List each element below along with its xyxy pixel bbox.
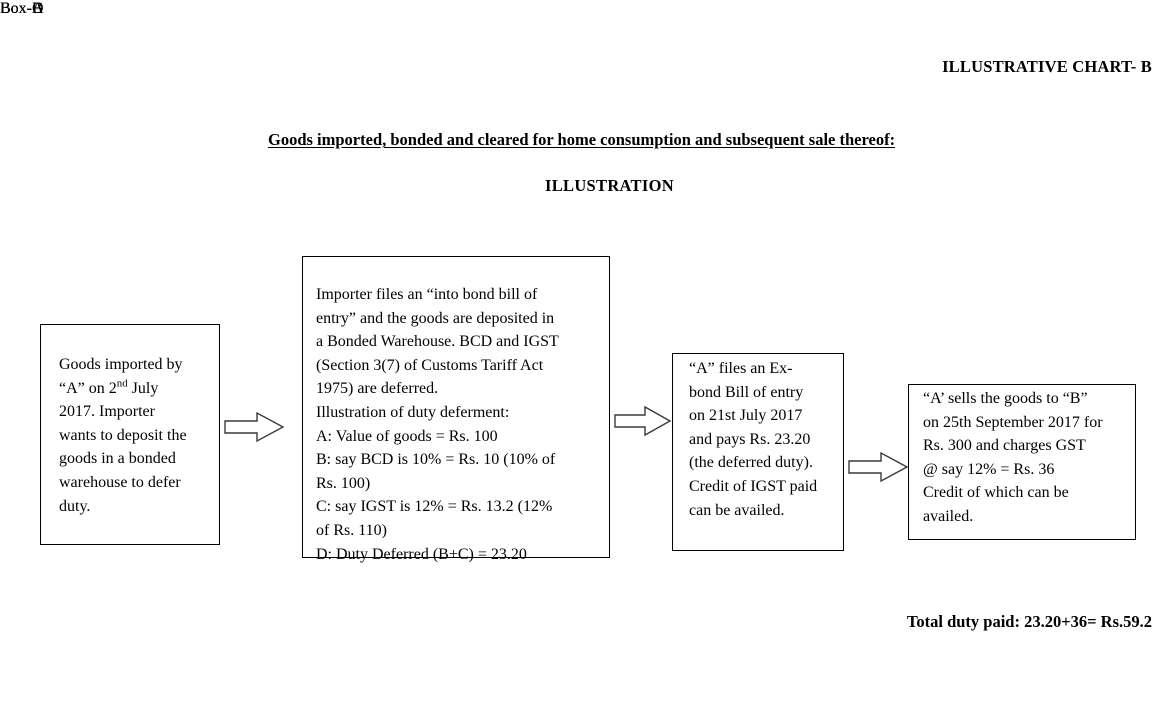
box-d-line: availed. (923, 507, 974, 525)
box-a-text: Goods imported by “A” on 2nd July 2017. … (59, 353, 205, 518)
arrow-shape (224, 411, 285, 443)
box-a-line: Goods imported by (59, 356, 183, 373)
box-c-label: Box-C (0, 0, 43, 17)
box-c-line: and pays Rs. 23.20 (689, 430, 811, 448)
total-duty-paid: Total duty paid: 23.20+36= Rs.59.2 (906, 612, 1152, 631)
box-b-line: C: say IGST is 12% = Rs. 13.2 (12% (316, 498, 553, 516)
box-b-label: Box-B (0, 0, 43, 17)
box-a-label: Box-A (0, 0, 44, 17)
box-b-line: Rs. 100) (316, 474, 371, 492)
box-d-label: Box-D (0, 0, 44, 17)
box-a: Goods imported by “A” on 2nd July 2017. … (40, 324, 220, 545)
box-d: “A’ sells the goods to “B” on 25th Septe… (908, 384, 1136, 540)
box-c: “A” files an Ex- bond Bill of entry on 2… (672, 353, 844, 551)
box-a-line: “A” on 2nd July (59, 377, 159, 397)
box-d-line: Rs. 300 and charges GST (923, 437, 1086, 455)
box-d-line: Credit of which can be (923, 484, 1069, 502)
box-c-line: Credit of IGST paid (689, 477, 818, 495)
box-a-line: warehouse to defer (59, 473, 181, 491)
arrow-b-to-c-icon (614, 405, 672, 437)
box-a-line: goods in a bonded (59, 450, 176, 468)
box-c-line: (the deferred duty). (689, 454, 813, 472)
box-b-line: 1975) are deferred. (316, 380, 439, 398)
box-d-text: “A’ sells the goods to “B” on 25th Septe… (923, 385, 1125, 529)
box-a-line: 2017. Importer (59, 403, 155, 421)
box-c-line: bond Bill of entry (689, 383, 804, 401)
box-b-deferment-heading: Illustration of duty deferment: (316, 403, 510, 421)
arrow-c-to-d-icon (848, 451, 909, 483)
box-b-line: Importer files an “into bond bill of (316, 286, 538, 303)
box-b-line: of Rs. 110) (316, 521, 387, 539)
box-a-line: duty. (59, 497, 91, 515)
box-b-line: D: Duty Deferred (B+C) = 23.20 (316, 545, 527, 563)
box-b: Importer files an “into bond bill of ent… (302, 256, 610, 563)
box-c-line: “A” files an Ex- (689, 360, 793, 377)
box-d-line: on 25th September 2017 for (923, 413, 1103, 431)
box-d-line: @ say 12% = Rs. 36 (923, 460, 1055, 478)
arrow-shape (614, 405, 672, 437)
ordinal-suffix: nd (116, 377, 128, 390)
arrow-shape (848, 451, 909, 483)
illustration-subtitle: ILLUSTRATION (545, 176, 674, 195)
box-c-line: on 21st July 2017 (689, 407, 803, 425)
box-b-line: A: Value of goods = Rs. 100 (316, 427, 498, 445)
box-b-line: B: say BCD is 10% = Rs. 10 (10% of (316, 451, 556, 469)
box-b-line: entry” and the goods are deposited in (316, 309, 555, 327)
box-b-text: Importer files an “into bond bill of ent… (316, 283, 599, 566)
box-c-text: “A” files an Ex- bond Bill of entry on 2… (689, 354, 833, 522)
chart-title: ILLUSTRATIVE CHART- B (942, 57, 1152, 76)
arrow-a-to-b-icon (224, 411, 285, 443)
box-a-line: wants to deposit the (59, 426, 187, 444)
box-c-line: can be availed. (689, 501, 785, 519)
document-heading: Goods imported, bonded and cleared for h… (268, 130, 896, 149)
box-b-line: (Section 3(7) of Customs Tariff Act (316, 356, 544, 374)
box-b-line: a Bonded Warehouse. BCD and IGST (316, 333, 559, 351)
box-d-line: “A’ sells the goods to “B” (923, 390, 1088, 407)
